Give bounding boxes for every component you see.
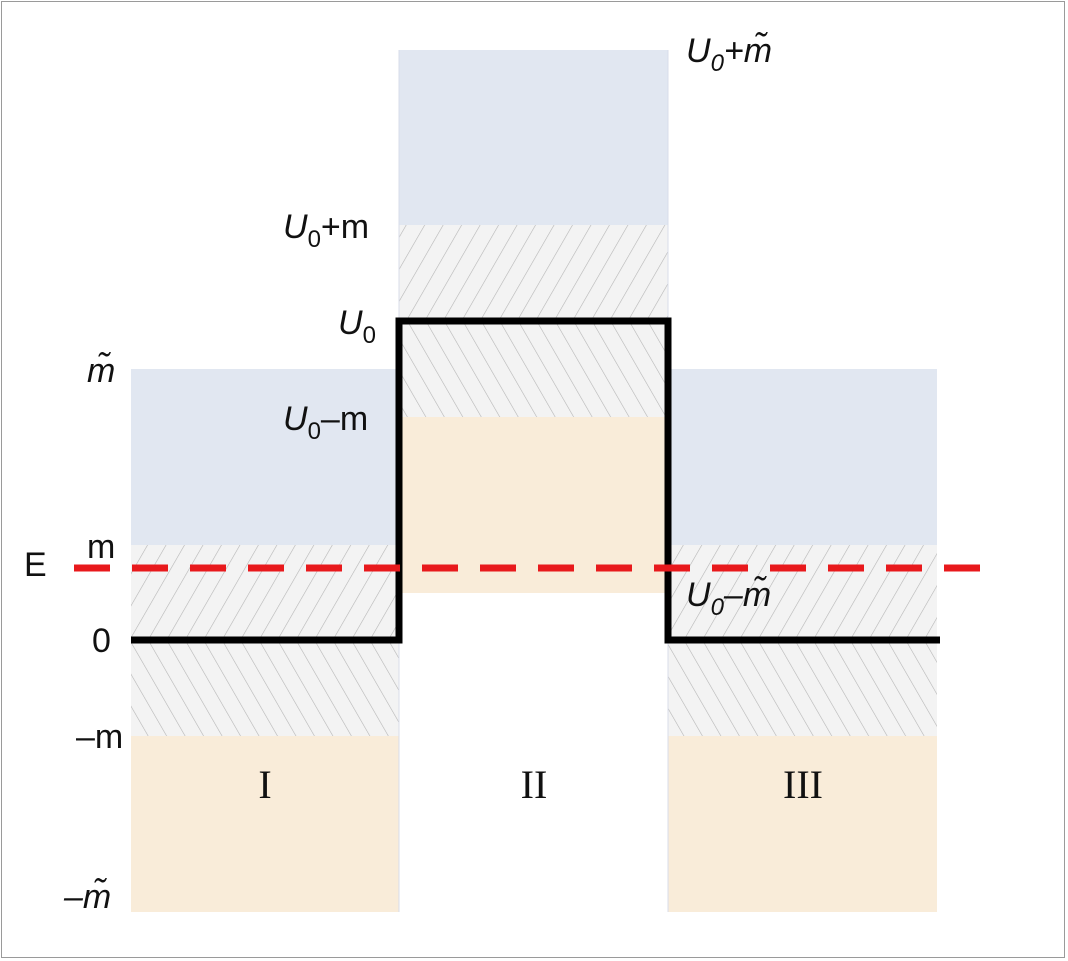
region-i-bands — [131, 369, 399, 912]
region-i-gap-lower-hatch — [131, 640, 399, 736]
label-minus-m: –m — [76, 718, 123, 756]
region-ii-bands — [399, 50, 668, 593]
region-iii-gap-upper-hatch — [668, 545, 937, 640]
label-u0: U0 — [338, 304, 376, 349]
label-energy: E — [24, 546, 47, 584]
label-u0-minus-mtilde: U0–m̃ — [686, 576, 771, 621]
region-ii-gap-upper-hatch — [399, 225, 668, 321]
region-ii-gap-lower-hatch — [399, 321, 668, 417]
region-label-i: I — [258, 762, 271, 807]
region-iii-gap-lower-hatch — [668, 640, 937, 736]
potential-barrier-line — [131, 317, 940, 644]
region-ii-lower-band — [399, 417, 668, 593]
region-iii-upper-band — [668, 369, 937, 545]
region-iii-bands — [668, 369, 937, 912]
label-u0-plus-m: U0+m — [283, 208, 369, 253]
region-i-upper-band — [131, 369, 399, 545]
region-i-gap-upper-hatch — [131, 545, 399, 640]
region-iii-lower-band — [668, 736, 937, 912]
label-u0-minus-m: U0–m — [283, 400, 368, 445]
region-ii-upper-band — [399, 50, 668, 225]
label-zero: 0 — [92, 622, 111, 660]
label-minus-mtilde: –m̃ — [63, 878, 111, 916]
label-m: m — [87, 528, 115, 566]
label-u0-plus-mtilde: U0+m̃ — [686, 32, 772, 77]
region-label-iii: III — [783, 762, 823, 807]
label-mtilde: m̃ — [87, 352, 115, 390]
region-label-ii: II — [521, 762, 548, 807]
region-i-lower-band — [131, 736, 399, 912]
